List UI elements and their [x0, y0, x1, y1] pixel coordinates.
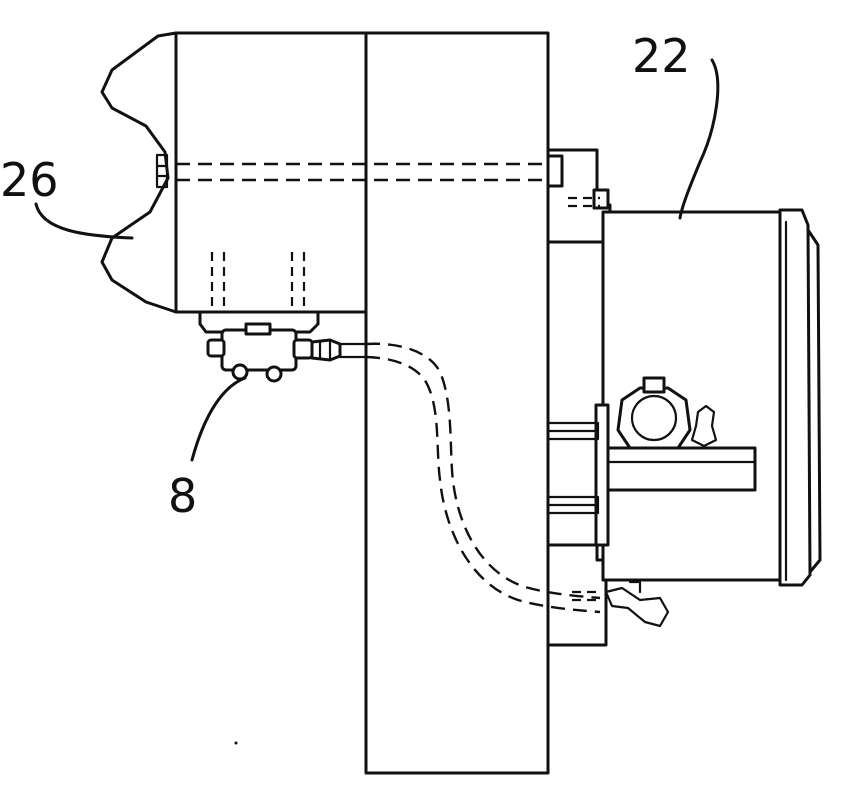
top-fastener [594, 190, 608, 208]
label-22: 22 [632, 29, 691, 83]
sensor-device-8 [200, 312, 340, 381]
label-26: 26 [0, 153, 59, 207]
leader-22 [680, 60, 718, 218]
vertical-post [366, 33, 548, 773]
stray-dot [235, 742, 238, 745]
label-8: 8 [168, 469, 197, 523]
leader-8 [192, 378, 245, 460]
right-housing [540, 150, 820, 645]
